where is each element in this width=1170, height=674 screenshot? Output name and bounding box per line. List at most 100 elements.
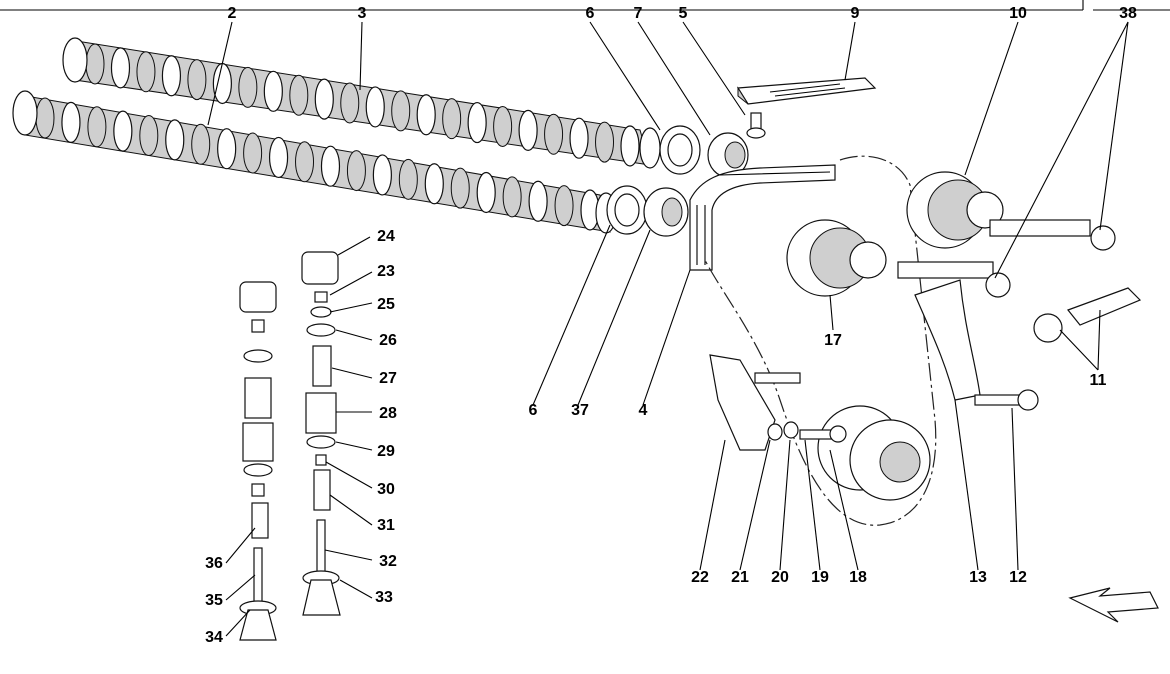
- valve-assembly-right: [301, 251, 341, 616]
- washer-21: [767, 423, 783, 441]
- part-label-36: 36: [205, 555, 223, 572]
- part-label-31: 31: [377, 517, 395, 534]
- cam-lobe: [289, 74, 309, 116]
- part-label-26: 26: [379, 332, 397, 349]
- part-label-3: 3: [358, 5, 367, 22]
- cam-lobe: [295, 141, 315, 183]
- plate-9: [736, 77, 877, 105]
- seal-ring-upper: [659, 125, 701, 175]
- part-label-37: 37: [571, 402, 589, 419]
- part-label-9: 9: [851, 5, 860, 22]
- leader-lines: [207, 21, 1129, 637]
- cam-lobe: [161, 55, 182, 97]
- part-label-11: 11: [1090, 372, 1107, 389]
- part-label-10: 10: [1009, 5, 1027, 22]
- direction-arrow: [1068, 587, 1159, 623]
- part-label-24: 24: [377, 228, 395, 245]
- cam-lobe: [139, 115, 159, 157]
- cam-lobe: [493, 105, 513, 147]
- cam-lobe: [476, 171, 496, 214]
- part-label-2: 2: [228, 5, 237, 22]
- cam-lobe: [372, 154, 392, 196]
- part-label-5: 5: [679, 5, 688, 22]
- cam-lobe: [212, 62, 232, 105]
- cam-lobe: [391, 90, 411, 132]
- cam-lobe: [442, 98, 462, 140]
- cam-lobe: [191, 123, 211, 165]
- camshaft-upper: [62, 37, 661, 169]
- part-label-13: 13: [969, 569, 987, 586]
- cam-lobe: [544, 113, 564, 155]
- cam-lobe: [238, 66, 258, 108]
- seal-ring-lower: [606, 185, 648, 235]
- cam-lobe: [518, 109, 538, 151]
- sprocket-10: [906, 171, 1116, 251]
- part-label-17: 17: [824, 332, 842, 349]
- part-label-7: 7: [634, 5, 643, 22]
- cam-lobe: [268, 136, 289, 179]
- washer-20: [783, 421, 799, 439]
- cam-lobe: [165, 119, 185, 161]
- chain-guide-13: [914, 279, 981, 401]
- cam-lobe: [528, 180, 548, 222]
- cam-lobe: [398, 158, 418, 200]
- cam-lobe: [187, 59, 207, 101]
- part-label-33: 33: [375, 589, 393, 606]
- cam-lobe: [263, 70, 283, 112]
- part-label-6: 6: [586, 5, 595, 22]
- valve-assembly-left: [239, 281, 277, 641]
- cam-lobe: [113, 110, 133, 152]
- bolt-12: [974, 389, 1039, 411]
- timing-chain-4: [689, 164, 836, 271]
- part-label-19: 19: [811, 569, 829, 586]
- cam-lobe: [217, 128, 237, 170]
- cam-lobe: [424, 163, 444, 205]
- part-label-38: 38: [1119, 5, 1137, 22]
- camshaft-lower: [12, 90, 617, 234]
- part-label-22: 22: [691, 569, 709, 586]
- bolt-19: [799, 425, 847, 443]
- sprocket-17: [786, 219, 1011, 298]
- part-label-20: 20: [771, 569, 789, 586]
- cam-lobe: [595, 121, 615, 163]
- cam-lobe: [61, 101, 81, 143]
- cam-lobe: [346, 150, 366, 192]
- cam-lobe: [85, 43, 105, 85]
- cam-lobe: [569, 117, 589, 159]
- cam-lobe: [340, 82, 360, 124]
- cam-lobe: [467, 101, 487, 144]
- part-label-18: 18: [849, 569, 867, 586]
- cam-lobe: [110, 47, 131, 89]
- bearing-lower: [643, 187, 689, 237]
- part-label-25: 25: [377, 296, 395, 313]
- part-label-4: 4: [639, 402, 648, 419]
- cam-lobe: [314, 78, 334, 120]
- cam-lobe: [502, 176, 522, 218]
- tensioner-rail-22: [709, 354, 801, 451]
- part-label-28: 28: [379, 405, 397, 422]
- part-label-30: 30: [377, 481, 395, 498]
- part-label-12: 12: [1009, 569, 1027, 586]
- bearing-upper: [707, 132, 749, 178]
- cam-lobe: [87, 106, 107, 148]
- cam-lobe: [365, 86, 385, 128]
- cam-lobe: [243, 132, 263, 174]
- cam-lobe: [320, 145, 341, 187]
- cam-lobe: [554, 185, 574, 227]
- part-label-32: 32: [379, 553, 397, 570]
- sprocket-18: [817, 405, 931, 501]
- part-label-29: 29: [377, 443, 395, 460]
- cam-lobe: [35, 97, 55, 139]
- part-label-27: 27: [379, 370, 397, 387]
- part-label-34: 34: [205, 629, 223, 646]
- chain-path-outline: [704, 155, 937, 526]
- part-label-21: 21: [731, 569, 749, 586]
- cam-lobe: [136, 51, 156, 93]
- part-label-23: 23: [377, 263, 395, 280]
- cam-lobe: [416, 94, 436, 136]
- bolt-5: [746, 112, 766, 139]
- part-label-6: 6: [529, 402, 538, 419]
